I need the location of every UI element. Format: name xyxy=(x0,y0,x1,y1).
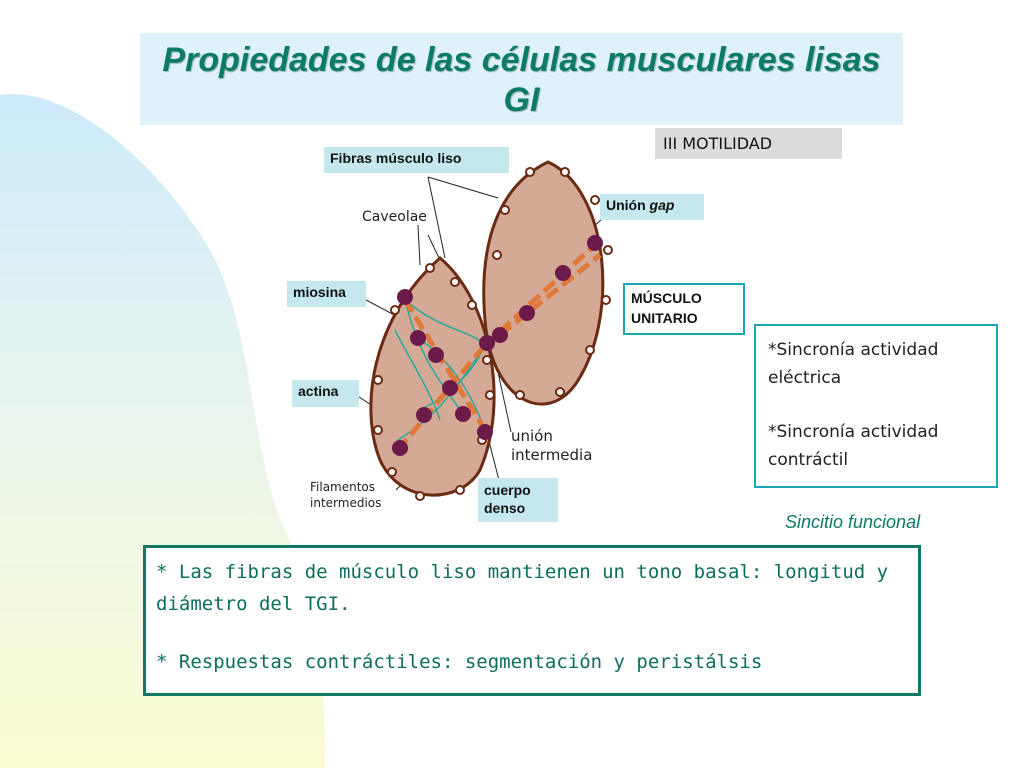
bullet-respuestas: * Respuestas contráctiles: segmentación … xyxy=(156,651,763,673)
label-union-intermedia-line1: unión xyxy=(511,427,553,445)
bullet-tono-basal: * Las fibras de músculo liso mantienen u… xyxy=(156,561,889,615)
smooth-muscle-cell-left xyxy=(369,256,496,497)
summary-textbox: * Las fibras de músculo liso mantienen u… xyxy=(143,545,921,696)
label-union-gap-prefix: Unión xyxy=(606,197,646,213)
musculo-unitario-box: MÚSCULO UNITARIO xyxy=(623,283,745,335)
bullet-spacer xyxy=(156,620,908,646)
label-union-gap: Unión gap xyxy=(600,194,704,220)
label-caveolae: Caveolae xyxy=(362,209,427,225)
musculo-unitario-line2: UNITARIO xyxy=(631,310,698,326)
smooth-muscle-cell-right xyxy=(482,160,605,406)
dense-bodies xyxy=(392,235,603,456)
musculo-unitario-line1: MÚSCULO xyxy=(631,290,702,306)
label-cuerpo-line2: denso xyxy=(484,500,526,516)
label-union-intermedia: unión intermedia xyxy=(511,427,592,465)
label-cuerpo-denso: cuerpo denso xyxy=(478,478,558,522)
label-actina: actina xyxy=(292,380,359,407)
label-filamentos-line2: intermedios xyxy=(310,496,382,510)
label-cuerpo-line1: cuerpo xyxy=(484,482,531,498)
label-union-intermedia-line2: intermedia xyxy=(511,446,593,464)
sincronia-electrica: *Sincronía actividad eléctrica xyxy=(768,340,939,388)
page-title: Propiedades de las células musculares li… xyxy=(162,41,881,119)
label-fibras: Fibras músculo liso xyxy=(324,147,509,173)
label-miosina: miosina xyxy=(287,281,366,307)
section-tag: III MOTILIDAD xyxy=(655,128,842,159)
label-union-gap-italic: gap xyxy=(649,197,675,213)
caveolae-group xyxy=(373,167,613,501)
title-banner xyxy=(140,33,903,125)
sincronia-contractil: *Sincronía actividad contráctil xyxy=(768,422,939,470)
label-filamentos-line1: Filamentos xyxy=(310,480,376,494)
label-filamentos: Filamentos intermedios xyxy=(310,479,381,511)
sincitio-label: Sincitio funcional xyxy=(785,512,921,532)
sincronia-box: *Sincronía actividad eléctrica *Sincroní… xyxy=(754,324,998,488)
actin-filaments xyxy=(394,299,486,441)
